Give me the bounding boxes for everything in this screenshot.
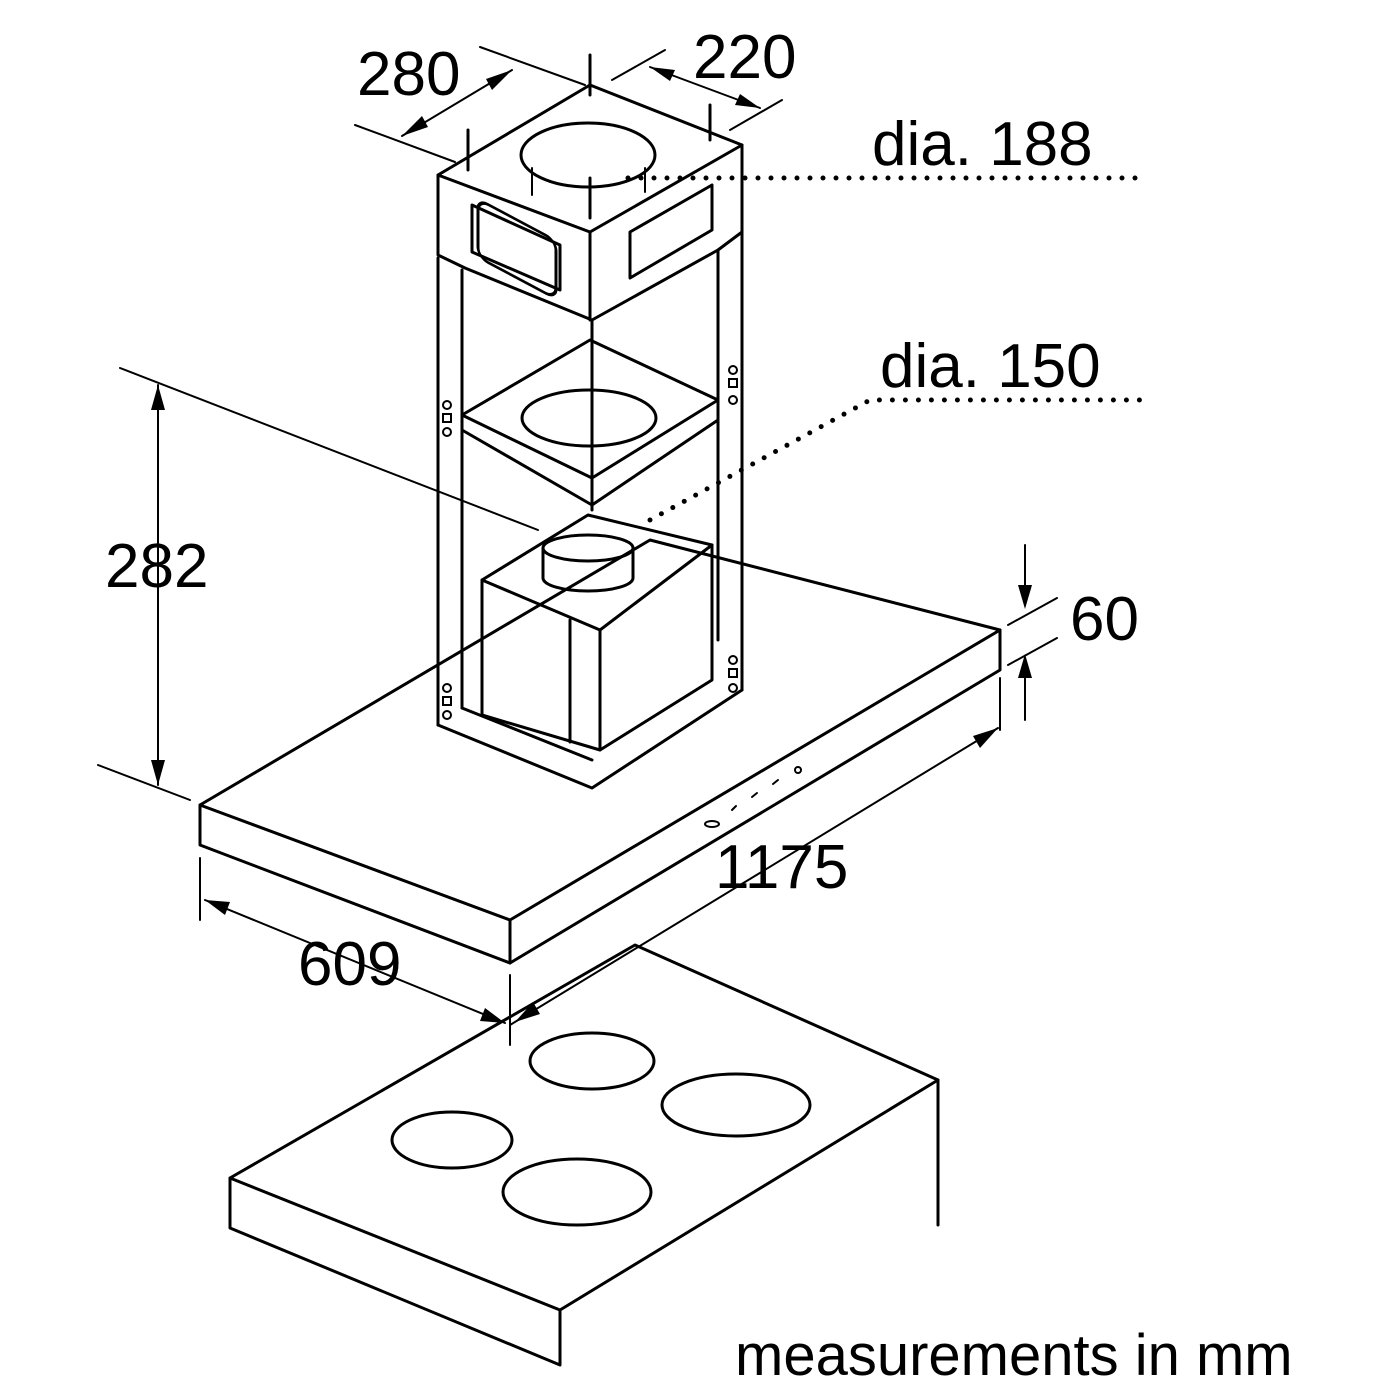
burner-front-left bbox=[390, 1110, 514, 1170]
label-outer-duct-diameter: dia. 188 bbox=[872, 110, 1093, 179]
chimney-frame bbox=[436, 53, 744, 790]
label-chimney-width: 220 bbox=[693, 23, 796, 92]
label-canopy-width: 1175 bbox=[715, 833, 848, 902]
control-panel bbox=[704, 766, 802, 828]
duct-opening-188 bbox=[519, 121, 657, 189]
motor-duct-outlet bbox=[541, 533, 635, 563]
label-chimney-height: 282 bbox=[105, 532, 208, 601]
label-chimney-depth: 280 bbox=[357, 40, 460, 109]
hood-canopy bbox=[198, 538, 1002, 965]
units-footnote: measurements in mm bbox=[735, 1323, 1293, 1388]
burner-back-right bbox=[660, 1072, 812, 1138]
label-canopy-thickness: 60 bbox=[1070, 585, 1139, 654]
motor-housing bbox=[480, 513, 714, 752]
cooktop bbox=[228, 943, 940, 1367]
duct-opening-150 bbox=[520, 388, 658, 448]
label-inner-duct-diameter: dia. 150 bbox=[880, 332, 1101, 401]
label-canopy-depth: 609 bbox=[298, 930, 401, 999]
dimension-lines bbox=[97, 46, 1058, 1046]
burner-front-right bbox=[501, 1157, 653, 1227]
leader-dia-150 bbox=[647, 397, 1143, 523]
burner-back-left bbox=[528, 1031, 656, 1091]
